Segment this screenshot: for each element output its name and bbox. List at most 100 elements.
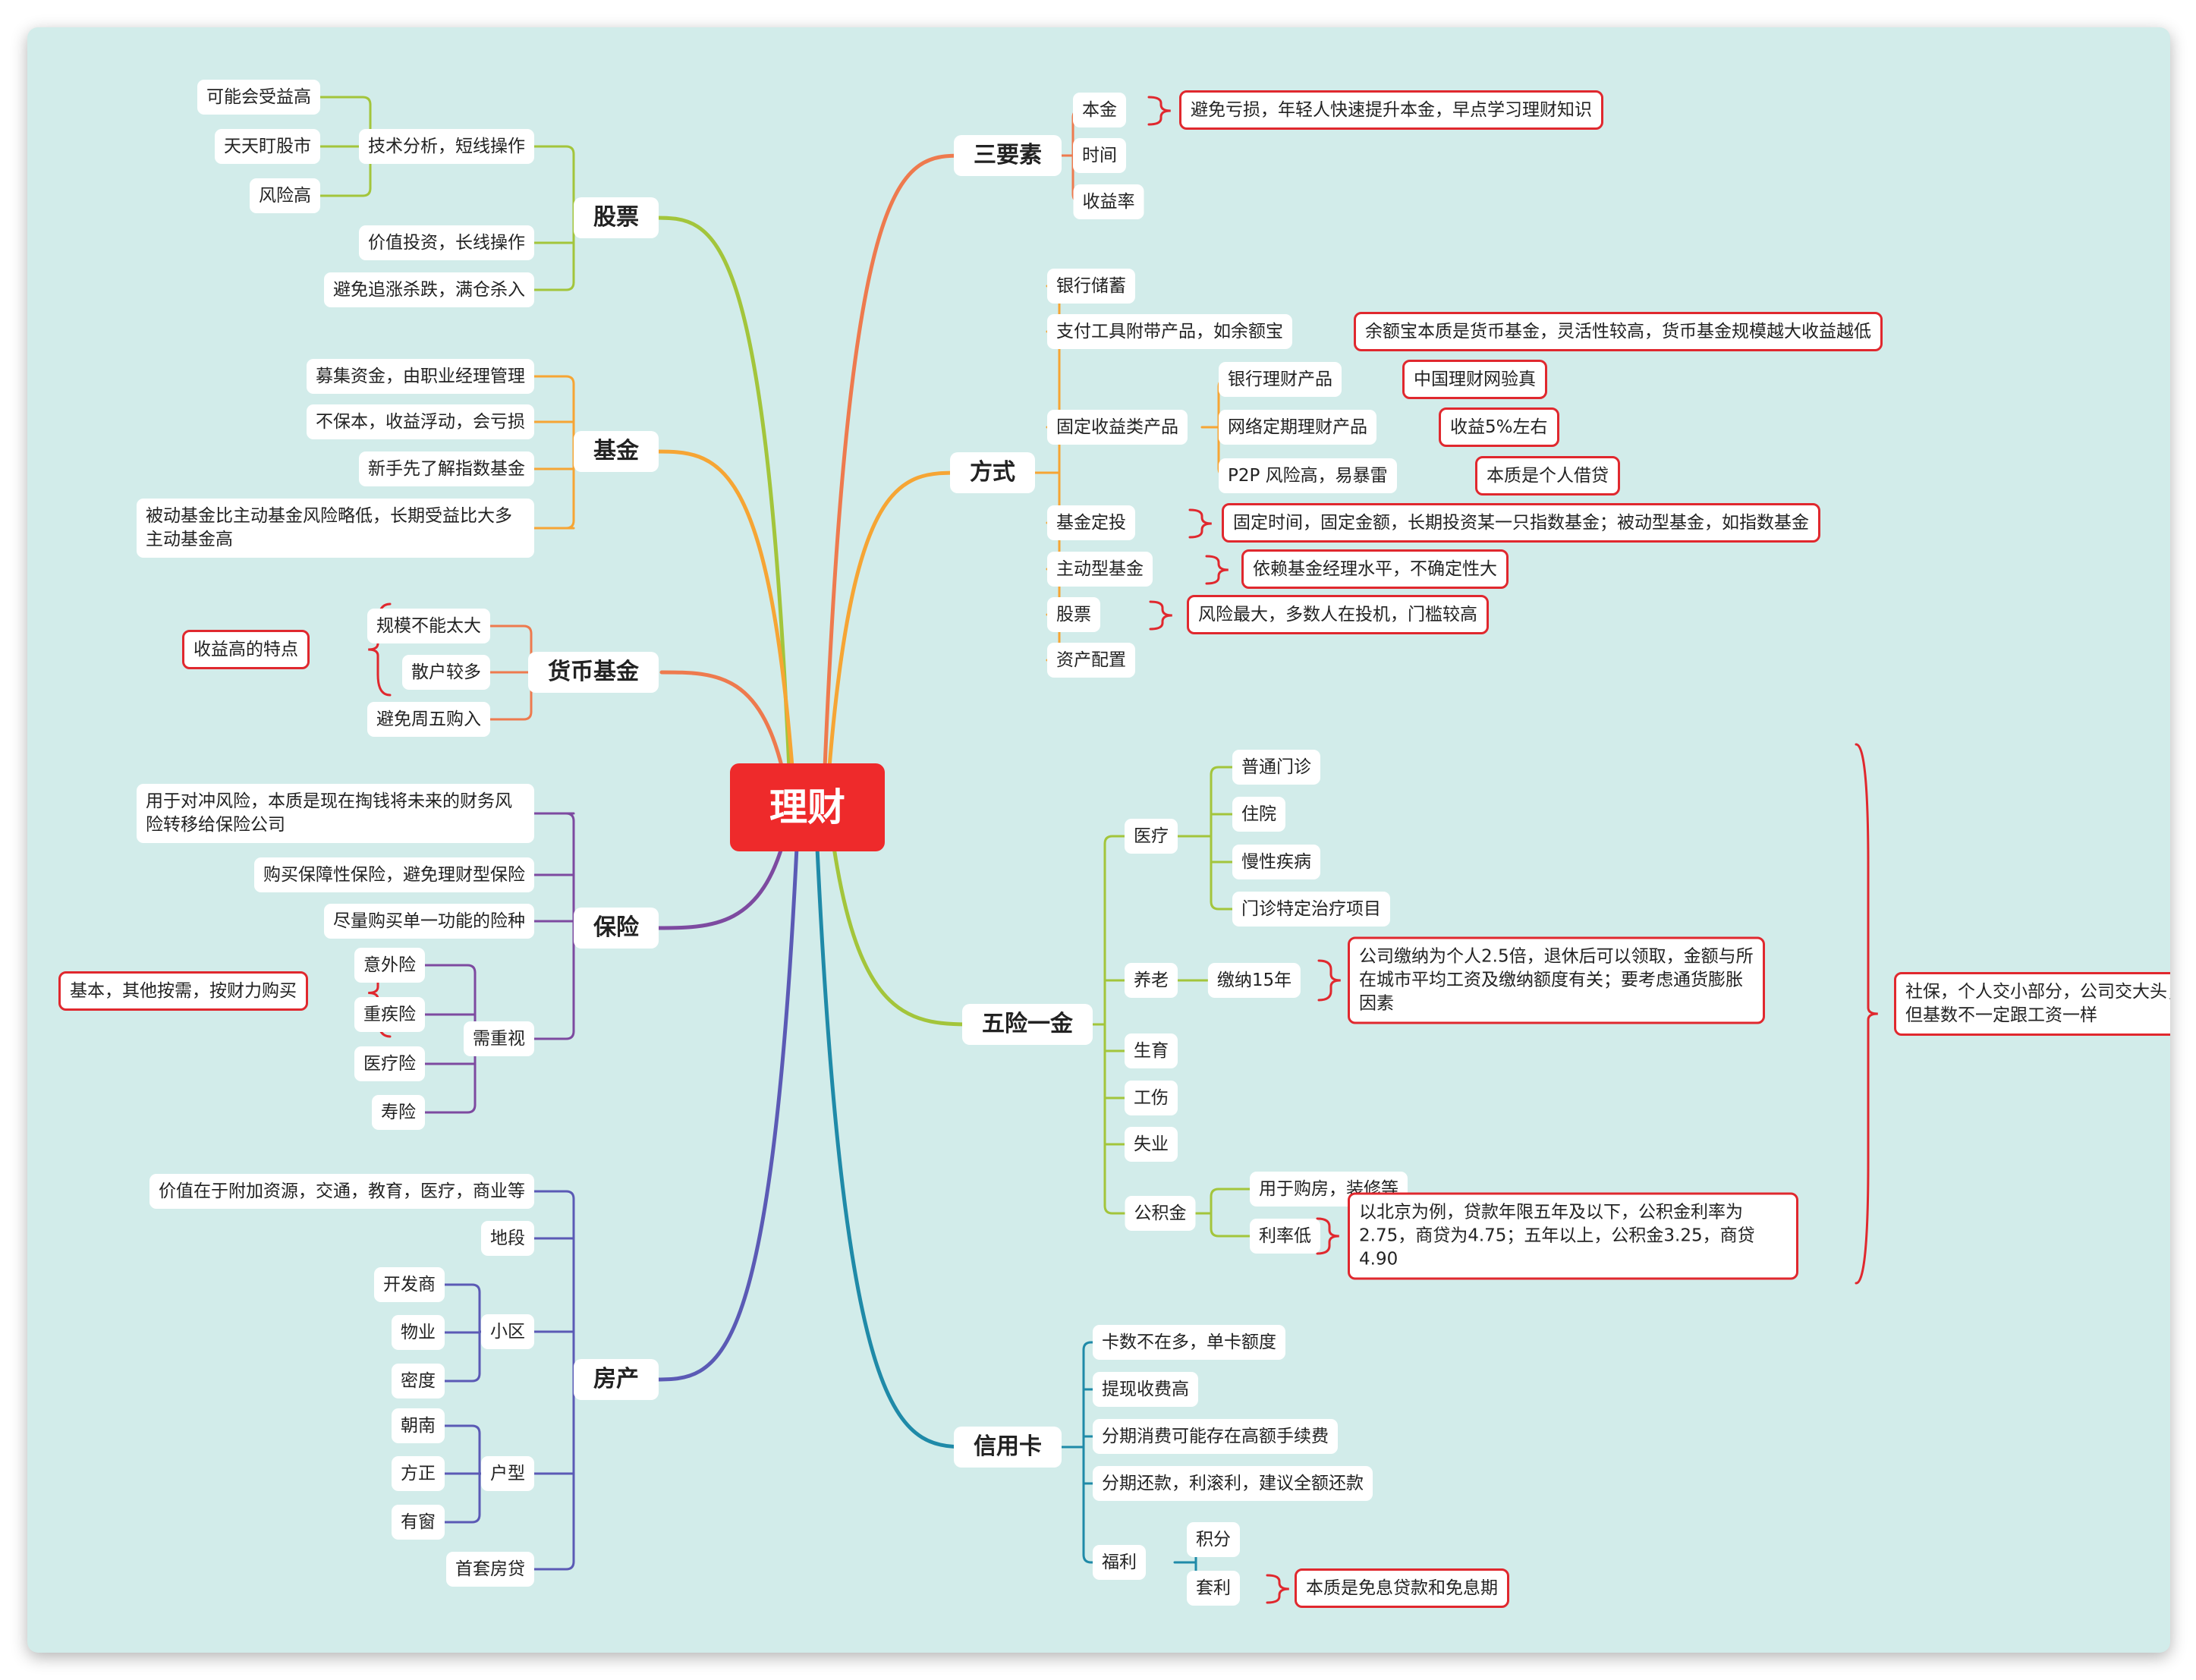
layout-windows[interactable]: 有窗 <box>392 1505 445 1540</box>
sanyaosu-time[interactable]: 时间 <box>1073 138 1126 173</box>
bank-product-note[interactable]: 中国理财网验真 <box>1402 360 1547 399</box>
stock-technical[interactable]: 技术分析，短线操作 <box>359 129 534 164</box>
house-value[interactable]: 价值在于附加资源，交通，教育，医疗，商业等 <box>149 1174 534 1209</box>
medical-children <box>1210 900 1235 911</box>
tech-high-risk[interactable]: 风险高 <box>250 178 320 213</box>
welfare-points[interactable]: 积分 <box>1187 1522 1240 1557</box>
topic-stock[interactable]: 股票 <box>574 197 659 238</box>
topic-credit-card[interactable]: 信用卡 <box>954 1427 1062 1468</box>
money-retail[interactable]: 散户较多 <box>402 655 490 690</box>
pension-15-years[interactable]: 缴纳15年 <box>1207 963 1301 998</box>
fixed-bank-product[interactable]: 银行理财产品 <box>1219 362 1342 397</box>
fund-low-rate[interactable]: 利率低 <box>1250 1219 1320 1254</box>
fund-index-first[interactable]: 新手先了解指数基金 <box>359 451 534 486</box>
medical-special[interactable]: 门诊特定治疗项目 <box>1232 892 1390 927</box>
fund-passive-vs-active[interactable]: 被动基金比主动基金风险略低，长期受益比大多主动基金高 <box>137 499 534 558</box>
sanyaosu-return[interactable]: 收益率 <box>1073 184 1144 219</box>
medical-hospitalization[interactable]: 住院 <box>1232 797 1285 832</box>
credit-children <box>1082 1341 1096 1351</box>
topic-sanyaosu[interactable]: 三要素 <box>954 135 1062 176</box>
p2p-note[interactable]: 本质是个人借贷 <box>1475 456 1620 496</box>
yuebao-note[interactable]: 余额宝本质是货币基金，灵活性较高，货币基金规模越大收益越低 <box>1354 312 1883 351</box>
fund-managed[interactable]: 募集资金，由职业经理管理 <box>307 359 534 394</box>
insurance-children <box>533 1030 575 1040</box>
credit-cash-fee[interactable]: 提现收费高 <box>1093 1372 1198 1407</box>
root-node[interactable]: 理财 <box>730 763 885 851</box>
credit-installment-fee[interactable]: 分期消费可能存在高额手续费 <box>1093 1419 1338 1454</box>
insurance-critical[interactable]: 重疾险 <box>354 997 425 1032</box>
wuxian-pension[interactable]: 养老 <box>1125 963 1178 998</box>
money-note[interactable]: 收益高的特点 <box>182 630 310 669</box>
credit-welfare[interactable]: 福利 <box>1093 1545 1146 1580</box>
community-density[interactable]: 密度 <box>392 1364 445 1398</box>
wuxian-children <box>1103 835 1135 845</box>
insurance-accident[interactable]: 意外险 <box>354 948 425 983</box>
fangshi-savings[interactable]: 银行储蓄 <box>1047 269 1135 304</box>
branch-wuxian <box>829 829 980 1027</box>
credit-card-count[interactable]: 卡数不在多，单卡额度 <box>1093 1325 1285 1360</box>
house-layout[interactable]: 户型 <box>481 1456 534 1491</box>
stock-avoid-chasing[interactable]: 避免追涨杀跌，满仓杀入 <box>324 272 534 307</box>
fund-not-guaranteed[interactable]: 不保本，收益浮动，会亏损 <box>307 404 534 439</box>
active-fund-note[interactable]: 依赖基金经理水平，不确定性大 <box>1241 549 1509 589</box>
online-product-note[interactable]: 收益5%左右 <box>1439 407 1559 447</box>
stock-value[interactable]: 价值投资，长线操作 <box>359 225 534 260</box>
house-community[interactable]: 小区 <box>481 1314 534 1349</box>
brace-stock <box>1149 600 1172 631</box>
stock-risk-note[interactable]: 风险最大，多数人在投机，门槛较高 <box>1187 595 1489 634</box>
credit-installment-repay[interactable]: 分期还款，利滚利，建议全额还款 <box>1093 1466 1373 1501</box>
arbitrage-note[interactable]: 本质是免息贷款和免息期 <box>1295 1568 1509 1608</box>
fangshi-asset-allocation[interactable]: 资产配置 <box>1047 643 1135 678</box>
fangshi-payment-tool[interactable]: 支付工具附带产品，如余额宝 <box>1047 314 1292 349</box>
pension-note[interactable]: 公司缴纳为个人2.5倍，退休后可以领取，金额与所在城市平均工资及缴纳额度有关；要… <box>1348 936 1765 1024</box>
fund-rate-note[interactable]: 以北京为例，贷款年限五年及以下，公积金利率为2.75，商贷为4.75；五年以上，… <box>1348 1192 1798 1280</box>
insurance-important[interactable]: 需重视 <box>464 1021 534 1056</box>
layout-south[interactable]: 朝南 <box>392 1408 445 1443</box>
fangshi-active-fund[interactable]: 主动型基金 <box>1047 552 1153 587</box>
brace-arbitrage <box>1266 1574 1289 1604</box>
social-security-note[interactable]: 社保，个人交小部分，公司交大头，越高，缴得越多，但基数不一定跟工资一样 <box>1894 972 2170 1036</box>
branch-money <box>659 670 788 788</box>
wuxian-children <box>1103 1204 1135 1215</box>
wuxian-medical[interactable]: 医疗 <box>1125 819 1178 854</box>
wuxian-housing-fund[interactable]: 公积金 <box>1125 1196 1196 1231</box>
money-size[interactable]: 规模不能太大 <box>367 609 490 643</box>
wuxian-maternity[interactable]: 生育 <box>1125 1033 1178 1068</box>
community-developer[interactable]: 开发商 <box>374 1267 445 1302</box>
fangshi-fund-dingtou[interactable]: 基金定投 <box>1047 505 1135 540</box>
topic-fangshi[interactable]: 方式 <box>950 452 1035 493</box>
topic-house[interactable]: 房产 <box>574 1359 659 1400</box>
community-property[interactable]: 物业 <box>392 1315 445 1350</box>
wuxian-injury[interactable]: 工伤 <box>1125 1081 1178 1115</box>
layout-square[interactable]: 方正 <box>392 1456 445 1491</box>
insurance-single-function[interactable]: 尽量购买单一功能的险种 <box>324 904 534 939</box>
insurance-hedge[interactable]: 用于对冲风险，本质是现在掏钱将未来的财务风险转移给保险公司 <box>137 784 534 843</box>
tech-watch-market[interactable]: 天天盯股市 <box>215 129 320 164</box>
medical-outpatient[interactable]: 普通门诊 <box>1232 750 1320 785</box>
tech-high-return[interactable]: 可能会受益高 <box>197 80 320 115</box>
insurance-note[interactable]: 基本，其他按需，按财力购买 <box>58 971 308 1011</box>
topic-fund[interactable]: 基金 <box>574 431 659 472</box>
fixed-online-product[interactable]: 网络定期理财产品 <box>1219 410 1376 445</box>
fixed-p2p[interactable]: P2P 风险高，易暴雷 <box>1219 458 1397 493</box>
house-location[interactable]: 地段 <box>481 1221 534 1256</box>
fangshi-stock[interactable]: 股票 <box>1047 597 1100 632</box>
topic-insurance[interactable]: 保险 <box>574 908 659 949</box>
medical-chronic[interactable]: 慢性疾病 <box>1232 845 1320 879</box>
money-friday[interactable]: 避免周五购入 <box>367 702 490 737</box>
brace-active <box>1205 555 1229 585</box>
fund-children <box>1210 1188 1252 1198</box>
fangshi-fixed-income[interactable]: 固定收益类产品 <box>1047 410 1188 445</box>
wuxian-unemployment[interactable]: 失业 <box>1125 1127 1178 1162</box>
insurance-medical[interactable]: 医疗险 <box>354 1046 425 1081</box>
insurance-life[interactable]: 寿险 <box>372 1095 425 1130</box>
sanyaosu-benjin[interactable]: 本金 <box>1073 93 1126 127</box>
welfare-arbitrage[interactable]: 套利 <box>1187 1571 1240 1606</box>
topic-money-fund[interactable]: 货币基金 <box>528 652 659 693</box>
important-children <box>423 964 477 974</box>
house-first-mortgage[interactable]: 首套房贷 <box>446 1552 534 1587</box>
benjin-note[interactable]: 避免亏损，年轻人快速提升本金，早点学习理财知识 <box>1179 90 1603 130</box>
topic-wuxian[interactable]: 五险一金 <box>962 1004 1093 1045</box>
insurance-protection[interactable]: 购买保障性保险，避免理财型保险 <box>254 857 534 892</box>
dingtou-note[interactable]: 固定时间，固定金额，长期投资某一只指数基金；被动型基金，如指数基金 <box>1222 503 1820 543</box>
